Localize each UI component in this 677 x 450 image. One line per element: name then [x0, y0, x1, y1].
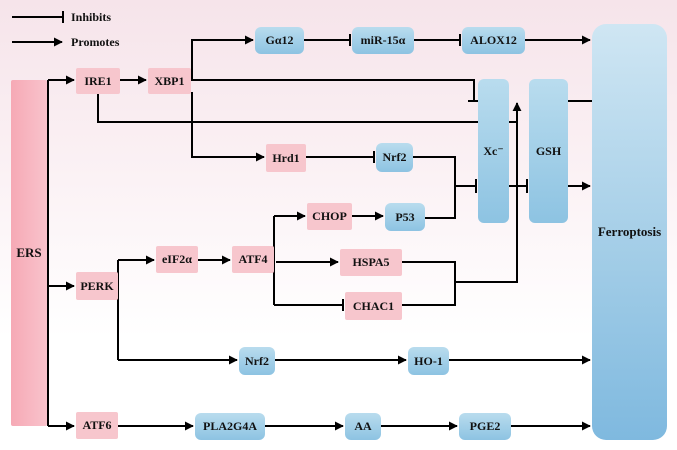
- node-ga12: Gα12: [255, 27, 304, 54]
- node-nrf2-top: Nrf2: [376, 143, 413, 172]
- node-gsh: GSH: [529, 79, 568, 223]
- legend-inhibits-label: Inhibits: [71, 10, 112, 24]
- edge-chac1-gsh: [402, 282, 456, 306]
- node-atf6: ATF6: [76, 412, 118, 439]
- node-p53: P53: [385, 203, 425, 231]
- node-aa: AA: [345, 413, 381, 440]
- edge-ire1-gsh-bypass: [97, 92, 522, 123]
- node-xbp1: XBP1: [148, 68, 191, 94]
- node-hrd1: Hrd1: [266, 144, 306, 172]
- edge-xbp1-ga12: [191, 35, 254, 80]
- edge-nrf2-p53-join: [412, 156, 456, 219]
- node-ers: ERS: [11, 80, 47, 426]
- node-pge2: PGE2: [459, 413, 511, 440]
- node-ire1: IRE1: [76, 68, 120, 94]
- node-ferroptosis: Ferroptosis: [592, 24, 667, 440]
- edge-xbp1-xc: [191, 79, 475, 101]
- node-perk: PERK: [76, 272, 118, 300]
- edge-xbp1-hrd1: [191, 92, 265, 162]
- node-pla2g4a: PLA2G4A: [195, 413, 265, 440]
- node-hspa5: HSPA5: [340, 249, 402, 276]
- node-chac1: CHAC1: [345, 292, 402, 320]
- node-atf4: ATF4: [232, 246, 274, 273]
- node-alox12: ALOX12: [462, 27, 525, 54]
- node-nrf2-bottom: Nrf2: [239, 347, 275, 375]
- node-eif2a: eIF2α: [156, 246, 198, 273]
- legend-promotes-label: Promotes: [71, 35, 120, 49]
- node-xc: Xc⁻: [478, 79, 509, 223]
- node-ho1: HO-1: [408, 347, 449, 375]
- node-mir15a: miR-15α: [352, 27, 414, 54]
- node-chop: CHOP: [307, 203, 352, 230]
